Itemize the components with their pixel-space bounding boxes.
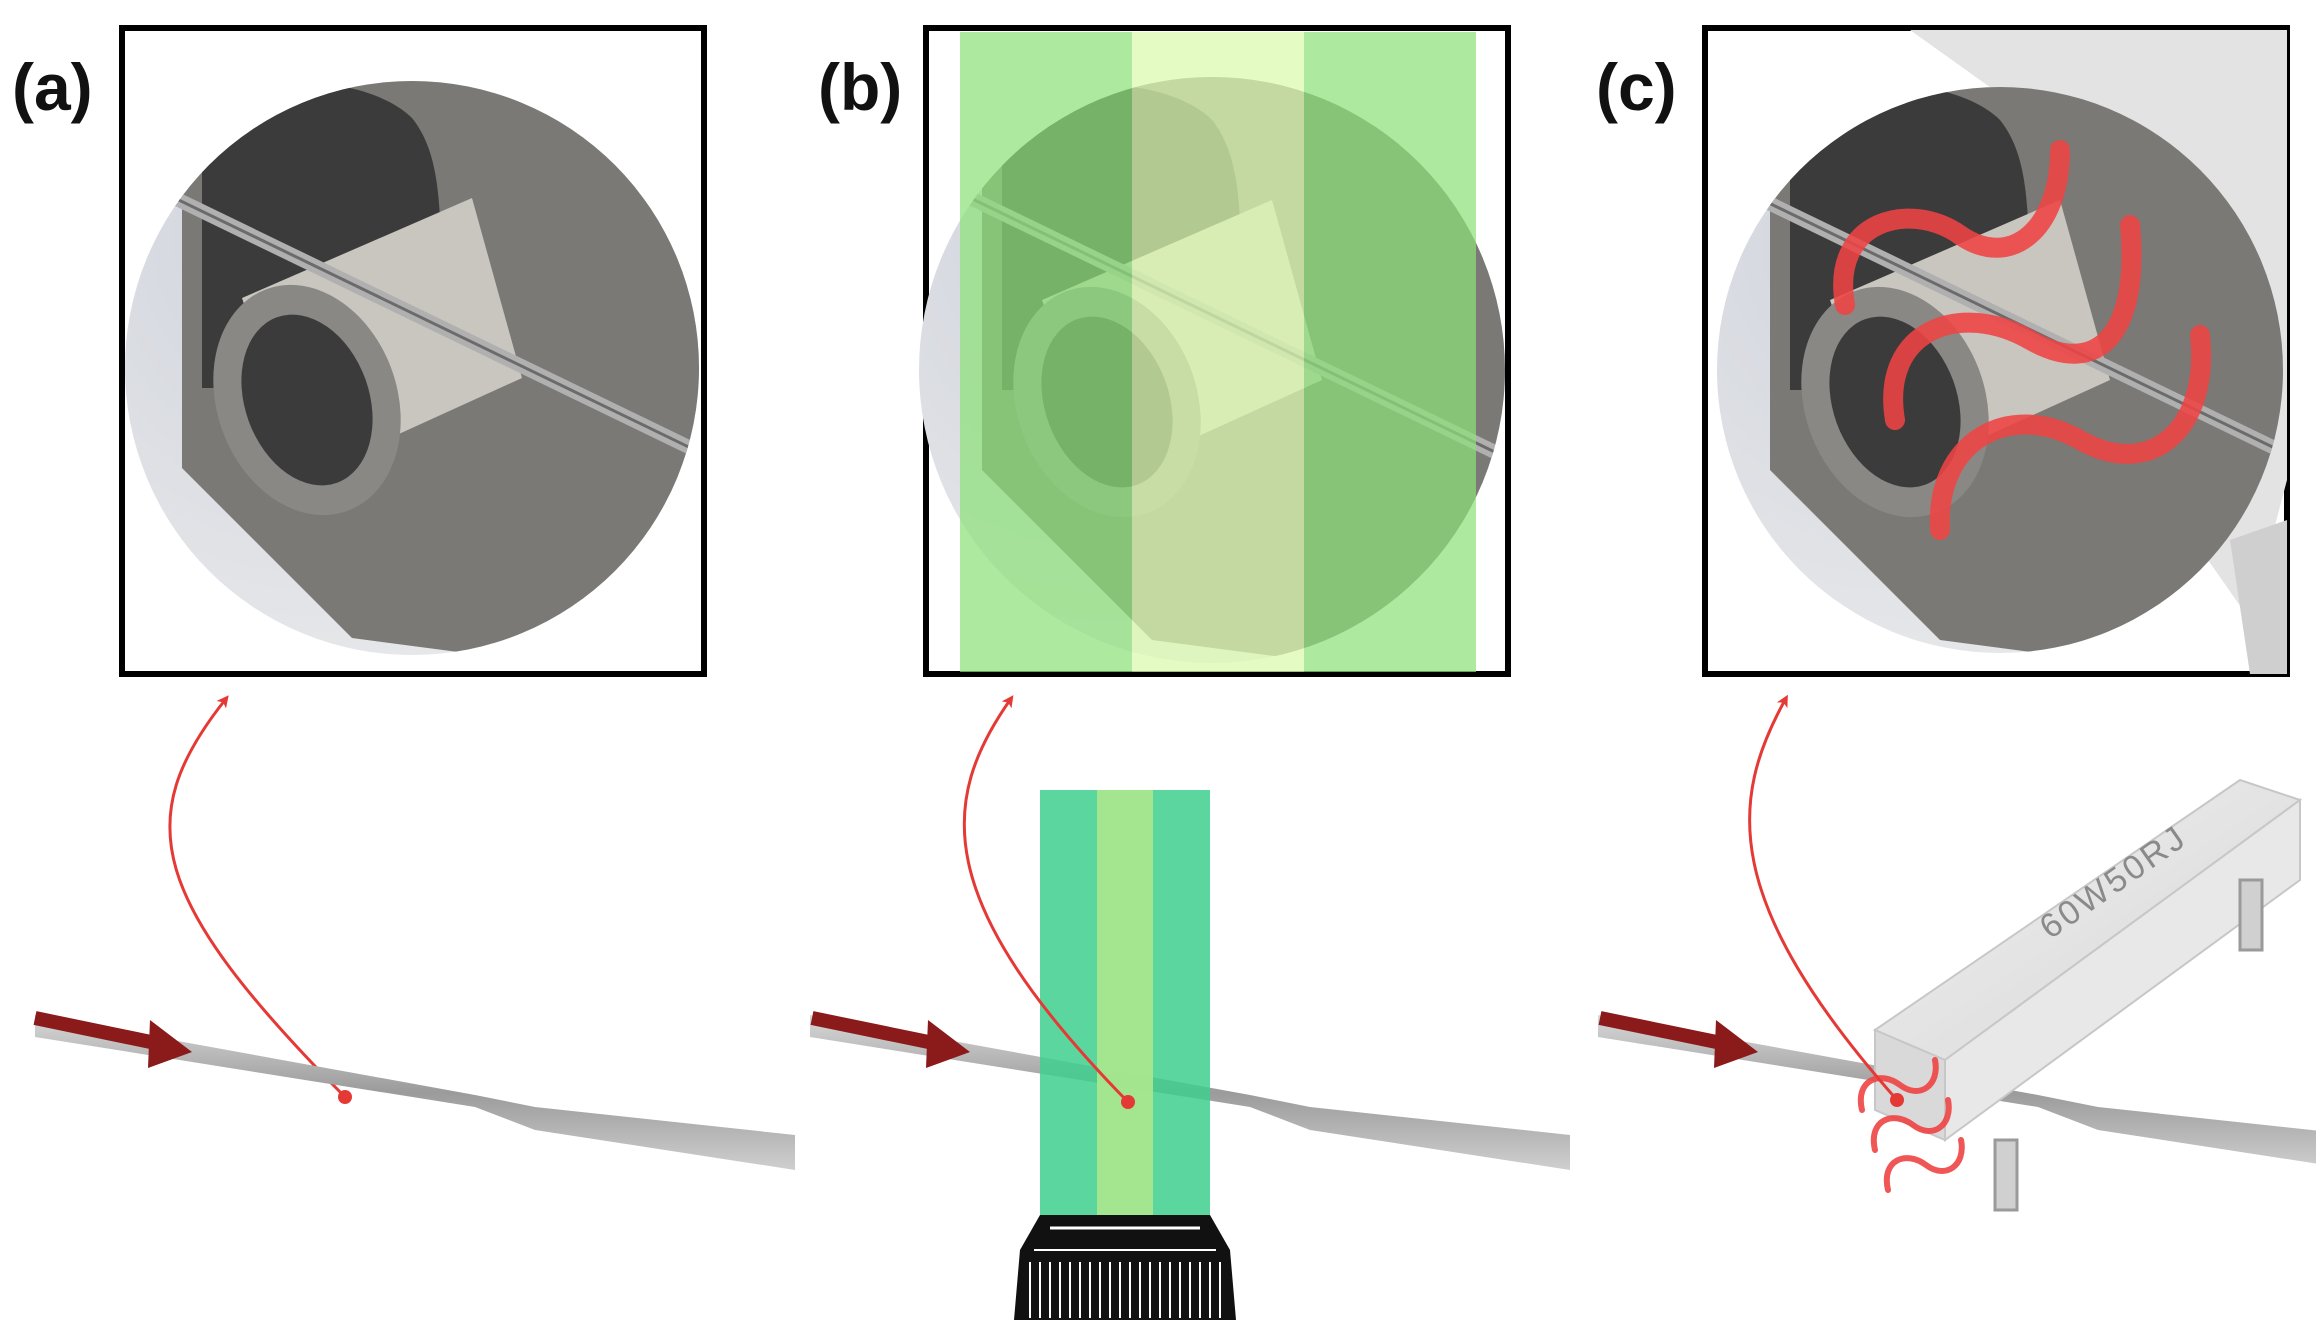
curved-callout-arrow — [1748, 694, 1899, 1101]
illumination-band-right — [1304, 32, 1476, 672]
light-beam-core — [1097, 790, 1153, 1230]
flow-direction-arrow — [810, 1011, 950, 1053]
measurement-point-b — [1121, 1095, 1135, 1109]
flow-arrow-head — [148, 1020, 192, 1068]
heat-wave-icon — [1833, 140, 2212, 540]
measurement-point-c — [1890, 1093, 1904, 1107]
flow-arrow-head — [1714, 1020, 1758, 1068]
flow-direction-arrow — [1598, 1011, 1738, 1053]
panel-b: (b) — [810, 25, 1570, 1320]
panel-label-c: (c) — [1596, 50, 1677, 124]
illumination-band-left — [960, 32, 1132, 672]
curved-callout-arrow — [962, 695, 1130, 1104]
panel-label-b: (b) — [818, 50, 902, 124]
flow-direction-arrow — [33, 1011, 172, 1053]
heat-wave-icon-small — [1857, 1057, 1965, 1193]
flow-arrow-head — [926, 1020, 970, 1068]
measurement-point-a — [338, 1090, 352, 1104]
curved-callout-arrow — [168, 695, 347, 1099]
panel-a: (a) — [12, 25, 795, 1170]
led-light-source — [1014, 1215, 1236, 1320]
illumination-band-center — [1132, 32, 1304, 672]
panel-label-a: (a) — [12, 50, 93, 124]
panel-c: (c) 60W50RJ — [1596, 25, 2316, 1212]
